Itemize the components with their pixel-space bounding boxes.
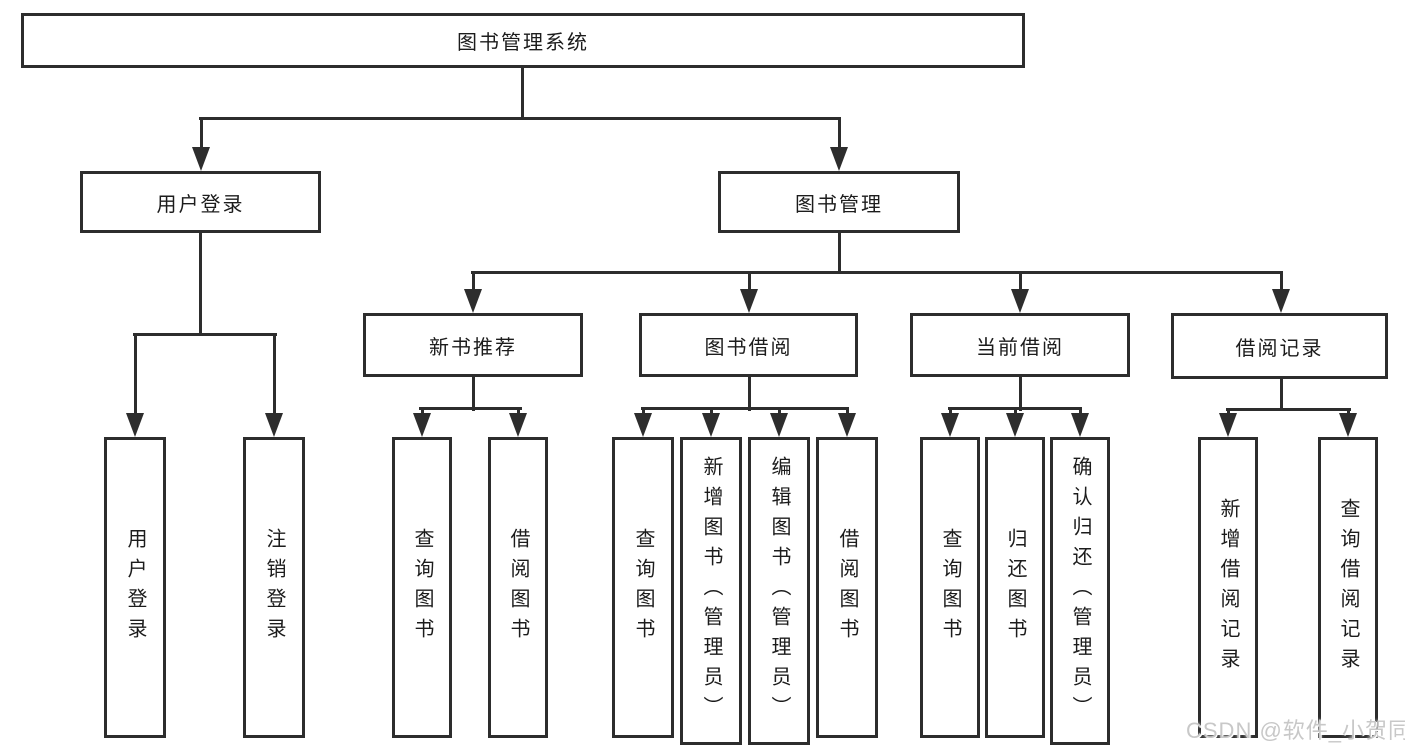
connector-line xyxy=(949,407,952,417)
connector-line xyxy=(748,271,751,291)
connector-line xyxy=(199,117,841,120)
arrowhead-down-icon xyxy=(702,413,720,437)
node-label: 查询借阅记录 xyxy=(1337,497,1359,678)
leaf-query-books-borrowing: 查询图书 xyxy=(612,437,674,738)
connector-line xyxy=(200,117,203,151)
connector-line xyxy=(134,333,137,417)
arrowhead-down-icon xyxy=(509,413,527,437)
connector-line xyxy=(471,271,1283,274)
leaf-edit-book-admin: 编辑图书（管理员） xyxy=(748,437,810,745)
arrowhead-down-icon xyxy=(770,413,788,437)
arrowhead-down-icon xyxy=(265,413,283,437)
node-borrowing-records: 借阅记录 xyxy=(1171,313,1388,379)
connector-line xyxy=(1014,407,1017,417)
arrowhead-down-icon xyxy=(830,147,848,171)
node-library-management-system: 图书管理系统 xyxy=(21,13,1025,68)
arrowhead-down-icon xyxy=(740,289,758,313)
node-label: 新增借阅记录 xyxy=(1217,497,1239,678)
leaf-query-books-recommend: 查询图书 xyxy=(392,437,452,738)
leaf-borrow-books-recommend: 借阅图书 xyxy=(488,437,548,738)
arrowhead-down-icon xyxy=(941,413,959,437)
connector-line xyxy=(199,233,202,336)
connector-line xyxy=(421,407,424,417)
node-label: 用户登录 xyxy=(156,193,245,216)
node-label: 借阅图书 xyxy=(507,527,529,648)
node-label: 用户登录 xyxy=(124,527,146,648)
node-new-book-recommendation: 新书推荐 xyxy=(363,313,583,377)
arrowhead-down-icon xyxy=(634,413,652,437)
node-label: 借阅记录 xyxy=(1235,337,1324,360)
node-label: 借阅图书 xyxy=(836,527,858,648)
node-user-login: 用户登录 xyxy=(80,171,321,233)
arrowhead-down-icon xyxy=(192,147,210,171)
arrowhead-down-icon xyxy=(1011,289,1029,313)
connector-line xyxy=(1019,271,1022,291)
leaf-borrow-books-borrowing: 借阅图书 xyxy=(816,437,878,738)
node-label: 图书管理系统 xyxy=(457,32,589,54)
node-label: 查询图书 xyxy=(939,527,961,648)
arrowhead-down-icon xyxy=(1272,289,1290,313)
arrowhead-down-icon xyxy=(413,413,431,437)
node-label: 查询图书 xyxy=(632,527,654,648)
connector-line xyxy=(642,407,645,417)
node-label: 归还图书 xyxy=(1004,527,1026,648)
connector-line xyxy=(1227,408,1230,417)
arrowhead-down-icon xyxy=(1219,413,1237,437)
node-label: 注销登录 xyxy=(263,527,285,648)
connector-line xyxy=(710,407,713,417)
connector-line xyxy=(1280,271,1283,291)
connector-line xyxy=(838,233,841,274)
node-label: 编辑图书（管理员） xyxy=(768,456,790,726)
csdn-watermark: CSDN @软件_小贺同学 xyxy=(1186,718,1405,743)
connector-line xyxy=(1226,408,1351,411)
node-label: 图书管理 xyxy=(795,193,883,216)
connector-line xyxy=(1079,407,1082,417)
leaf-query-books-current: 查询图书 xyxy=(920,437,980,738)
connector-line xyxy=(133,333,277,336)
connector-line xyxy=(273,333,276,417)
leaf-return-book: 归还图书 xyxy=(985,437,1045,738)
connector-line xyxy=(521,68,524,118)
connector-line xyxy=(419,407,522,410)
connector-line xyxy=(1347,408,1350,417)
leaf-confirm-return-admin: 确认归还（管理员） xyxy=(1050,437,1110,745)
connector-line xyxy=(517,407,520,417)
connector-line xyxy=(472,377,475,411)
arrowhead-down-icon xyxy=(838,413,856,437)
leaf-user-login: 用户登录 xyxy=(104,437,166,738)
node-label: 当前借阅 xyxy=(976,336,1064,359)
node-book-borrowing: 图书借阅 xyxy=(639,313,858,377)
node-current-borrowing: 当前借阅 xyxy=(910,313,1130,377)
leaf-query-borrow-record: 查询借阅记录 xyxy=(1318,437,1378,738)
node-label: 查询图书 xyxy=(411,527,433,648)
node-label: 新书推荐 xyxy=(429,336,517,359)
leaf-add-book-admin: 新增图书（管理员） xyxy=(680,437,742,745)
node-book-management: 图书管理 xyxy=(718,171,960,233)
arrowhead-down-icon xyxy=(126,413,144,437)
connector-line xyxy=(748,377,751,411)
node-label: 确认归还（管理员） xyxy=(1069,456,1091,726)
leaf-add-borrow-record: 新增借阅记录 xyxy=(1198,437,1258,738)
connector-line xyxy=(778,407,781,417)
node-label: 新增图书（管理员） xyxy=(700,456,722,726)
arrowhead-down-icon xyxy=(1006,413,1024,437)
connector-line xyxy=(641,407,849,410)
arrowhead-down-icon xyxy=(1071,413,1089,437)
node-label: 图书借阅 xyxy=(704,336,793,359)
arrowhead-down-icon xyxy=(1339,413,1357,437)
arrowhead-down-icon xyxy=(464,289,482,313)
connector-line xyxy=(838,117,841,151)
leaf-logout: 注销登录 xyxy=(243,437,305,738)
connector-line xyxy=(472,271,475,291)
connector-line xyxy=(846,407,849,417)
connector-line xyxy=(1019,377,1022,411)
connector-line xyxy=(1280,379,1283,411)
